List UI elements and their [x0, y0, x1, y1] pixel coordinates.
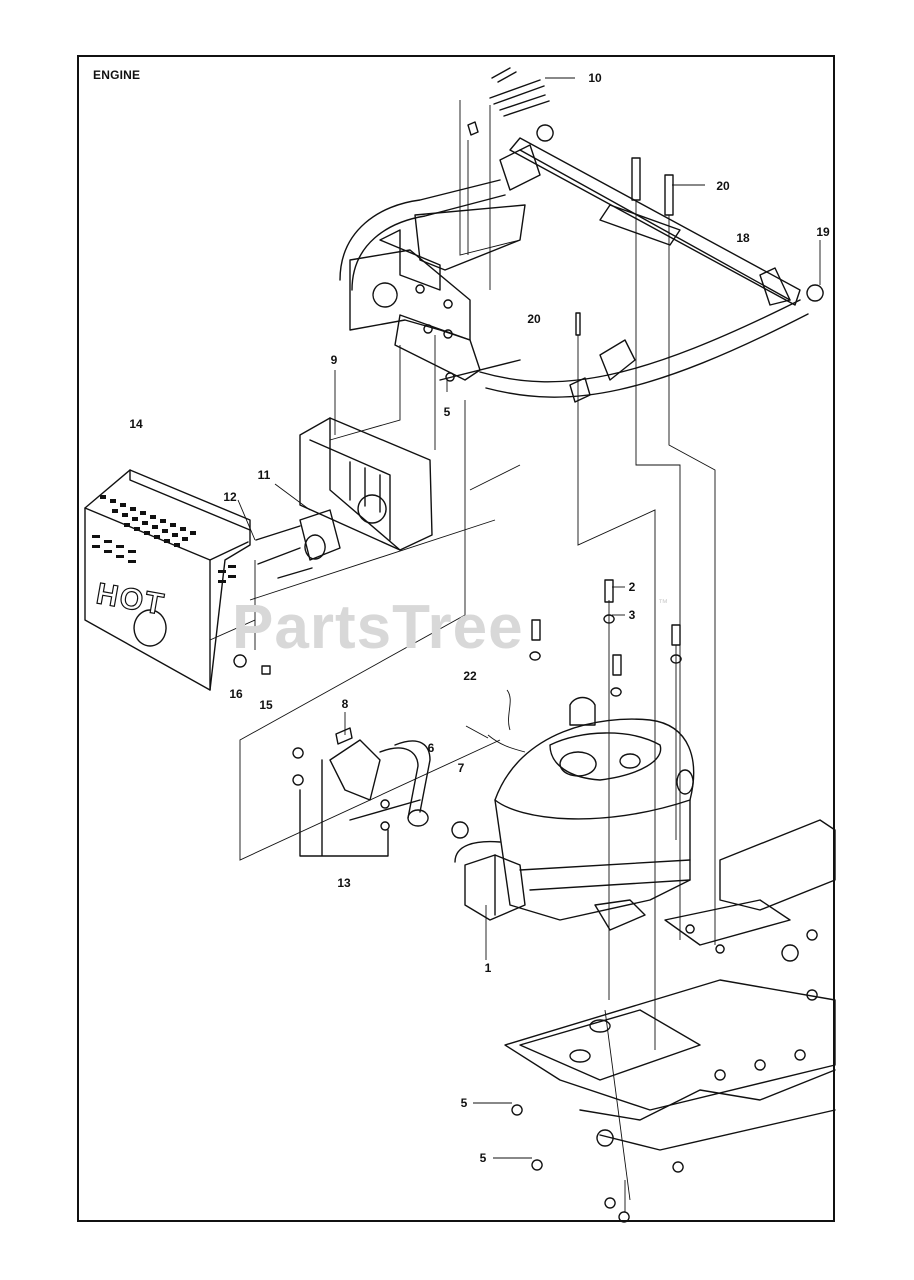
callout-10[interactable]: 10 [588, 71, 602, 85]
callout-22[interactable]: 22 [463, 669, 477, 683]
callout-11[interactable]: 11 [257, 468, 271, 482]
hot-decal-mark [133, 609, 167, 647]
callout-3[interactable]: 3 [628, 608, 636, 622]
frame-part-18 [499, 137, 824, 306]
callout-19[interactable]: 19 [816, 225, 830, 239]
callout-9[interactable]: 9 [330, 353, 338, 367]
lower-chassis [504, 819, 836, 1173]
heat-shield-vents [92, 495, 236, 583]
callout-20[interactable]: 20 [716, 179, 730, 193]
diagram-title: ENGINE [93, 68, 141, 82]
callout-2[interactable]: 2 [628, 580, 636, 594]
callout-20-lower[interactable]: 20 [527, 312, 541, 326]
mount-brackets [349, 204, 526, 382]
bolts-top [467, 67, 674, 336]
callout-18[interactable]: 18 [736, 231, 750, 245]
fasteners [511, 579, 682, 1223]
callout-8[interactable]: 8 [341, 697, 349, 711]
alignment-lines [209, 77, 821, 1212]
callout-5-bracket[interactable]: 5 [443, 405, 451, 419]
callout-1[interactable]: 1 [484, 961, 492, 975]
watermark: PartsTree [232, 593, 524, 662]
callout-15[interactable]: 15 [259, 698, 273, 712]
callout-5-nut-b[interactable]: 5 [479, 1151, 487, 1165]
callout-14[interactable]: 14 [129, 417, 143, 431]
watermark-trademark: ™ [658, 598, 668, 609]
callout-13[interactable]: 13 [337, 876, 351, 890]
engine [454, 696, 695, 931]
callout-6[interactable]: 6 [427, 741, 435, 755]
exhaust-pipe [292, 727, 469, 857]
callout-7[interactable]: 7 [457, 761, 465, 775]
diagram-frame [77, 55, 835, 1222]
callout-5-nut-a[interactable]: 5 [460, 1096, 468, 1110]
callout-16[interactable]: 16 [229, 687, 243, 701]
bumper-tube [339, 179, 809, 403]
spark-arrestor [233, 509, 341, 675]
callout-12[interactable]: 12 [223, 490, 237, 504]
muffler [299, 417, 433, 551]
